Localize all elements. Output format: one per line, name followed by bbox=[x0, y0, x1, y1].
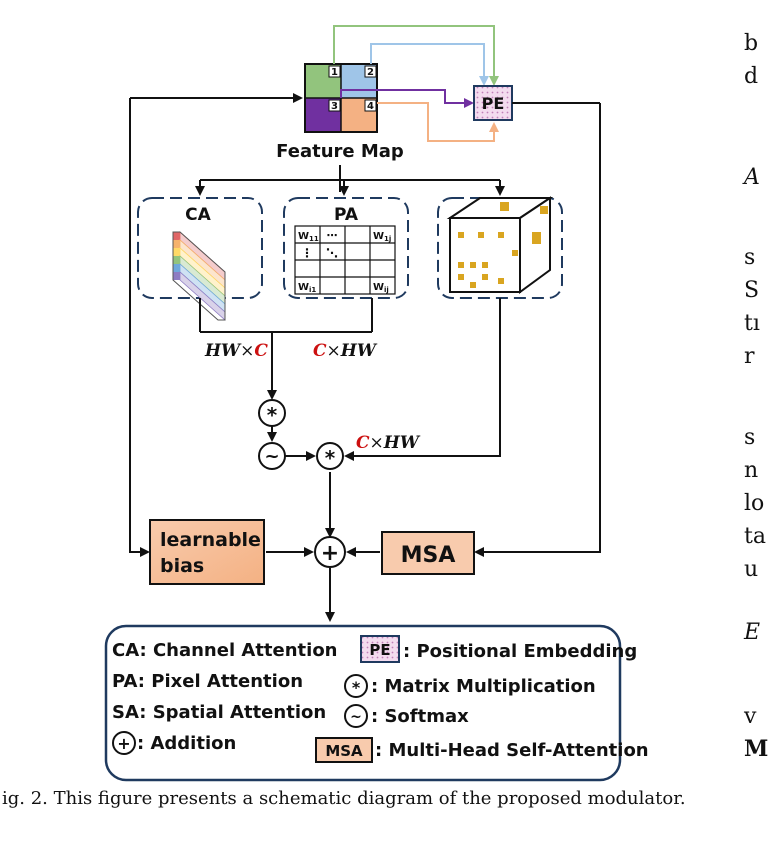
svg-text:PE: PE bbox=[369, 641, 390, 659]
learnable-bias-line1: learnable bbox=[160, 529, 261, 551]
channel-face bbox=[173, 264, 180, 272]
legend-addition: : Addition bbox=[137, 733, 236, 754]
skip-connection bbox=[129, 150, 150, 557]
pe-connectors bbox=[333, 25, 499, 142]
svg-text:lo: lo bbox=[744, 491, 764, 516]
legend-msa-icon bbox=[315, 737, 373, 763]
svg-text:+: + bbox=[321, 541, 339, 566]
learnable-bias-box: learnable bias bbox=[149, 519, 265, 585]
merge-connectors bbox=[199, 102, 601, 622]
channel-stack-outline bbox=[172, 231, 226, 321]
matmul-op-2: * bbox=[316, 442, 344, 470]
w11-label: W11 bbox=[298, 231, 319, 243]
legend-addition-icon bbox=[112, 731, 136, 755]
legend-pe: : Positional Embedding bbox=[403, 641, 637, 662]
feature-map: 1 2 3 4 Feature Map bbox=[276, 63, 404, 162]
svg-text:d: d bbox=[744, 64, 758, 89]
svg-text:ta: ta bbox=[744, 524, 766, 549]
dots-horizontal: ⋯ bbox=[327, 229, 338, 242]
channel-face bbox=[173, 248, 180, 256]
legend: CA: Channel Attention PA: Pixel Attentio… bbox=[104, 624, 649, 782]
sa-box: SA bbox=[437, 196, 563, 299]
svg-text:E: E bbox=[743, 620, 760, 645]
wi1-label: Wi1 bbox=[298, 282, 316, 294]
legend-sa: SA: Spatial Attention bbox=[112, 702, 326, 723]
channel-face bbox=[173, 240, 180, 248]
svg-text:~: ~ bbox=[350, 709, 362, 725]
svg-text:u: u bbox=[744, 557, 758, 582]
msa-box: MSA bbox=[381, 531, 475, 575]
pe-label: PE bbox=[482, 94, 505, 113]
right-column-text: b d A s S tı r s n lo ta u E v M bbox=[742, 31, 768, 762]
formula-c-hw-sa: C×HW bbox=[356, 433, 421, 453]
addition-op: + bbox=[314, 536, 346, 568]
legend-ca: CA: Channel Attention bbox=[112, 640, 338, 661]
dots-diagonal: ⋱ bbox=[326, 246, 338, 260]
formula-hw-c: HW×C bbox=[204, 341, 268, 361]
msa-label: MSA bbox=[401, 543, 456, 568]
channel-face bbox=[173, 272, 180, 280]
svg-text:s: s bbox=[744, 245, 755, 270]
legend-matmul-icon bbox=[344, 674, 368, 698]
svg-text:S: S bbox=[744, 278, 759, 303]
svg-text:b: b bbox=[744, 31, 758, 56]
svg-text:tı: tı bbox=[744, 311, 760, 336]
cell-label-4: 4 bbox=[367, 101, 374, 112]
svg-text:s: s bbox=[744, 425, 755, 450]
svg-text:n: n bbox=[744, 458, 758, 483]
ca-title: CA bbox=[185, 205, 211, 225]
svg-text:*: * bbox=[267, 403, 278, 427]
channel-face bbox=[173, 256, 180, 264]
cell-label-3: 3 bbox=[331, 101, 338, 112]
feature-map-title: Feature Map bbox=[276, 141, 404, 162]
svg-text:M: M bbox=[744, 736, 768, 762]
legend-msa: : Multi-Head Self-Attention bbox=[375, 740, 649, 761]
svg-text:~: ~ bbox=[264, 446, 279, 467]
cell-label-2: 2 bbox=[367, 67, 374, 78]
spatial-cube-icon bbox=[446, 196, 554, 294]
pe-box: PE bbox=[473, 85, 513, 121]
pixel-grid bbox=[294, 225, 396, 295]
legend-softmax: : Softmax bbox=[371, 706, 469, 727]
cell-label-1: 1 bbox=[331, 67, 338, 78]
svg-text:+: + bbox=[117, 734, 130, 753]
svg-text:A: A bbox=[742, 165, 760, 190]
svg-text:MSA: MSA bbox=[325, 742, 363, 760]
legend-softmax-icon bbox=[344, 704, 368, 728]
softmax-op: ~ bbox=[258, 442, 286, 470]
channel-face bbox=[173, 232, 180, 240]
pa-box: PA W11 W1j Wi1 Wij ⋯ ⋮ ⋱ bbox=[283, 197, 409, 299]
legend-pe-icon bbox=[360, 635, 400, 663]
legend-pa: PA: Pixel Attention bbox=[112, 671, 303, 692]
learnable-bias-line2: bias bbox=[160, 555, 204, 577]
pa-title: PA bbox=[334, 205, 359, 225]
branch-connectors bbox=[195, 165, 505, 196]
svg-text:v: v bbox=[743, 704, 757, 729]
legend-matmul: : Matrix Multiplication bbox=[371, 676, 596, 697]
ca-box: CA bbox=[137, 197, 263, 321]
w1j-label: W1j bbox=[373, 231, 391, 243]
svg-text:r: r bbox=[744, 344, 755, 369]
svg-text:*: * bbox=[352, 678, 361, 697]
wij-label: Wij bbox=[373, 282, 389, 294]
channel-stack-icon bbox=[172, 231, 226, 321]
matmul-op-1: * bbox=[258, 399, 286, 427]
figure-caption: ig. 2. This figure presents a schematic … bbox=[2, 788, 686, 809]
dots-vertical: ⋮ bbox=[301, 246, 313, 260]
formula-c-hw: C×HW bbox=[313, 341, 378, 361]
svg-text:*: * bbox=[325, 446, 336, 470]
